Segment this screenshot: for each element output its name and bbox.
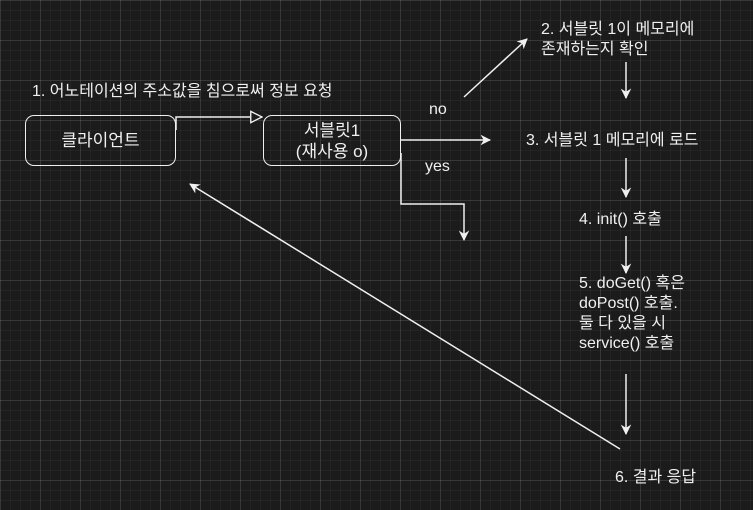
node-servlet[interactable]: 서블릿1 (재사용 o) <box>263 115 401 166</box>
node-client-label: 클라이언트 <box>61 131 140 150</box>
label-step5: 5. doGet() 혹은 doPost() 호출. 둘 다 있을 시 serv… <box>579 275 685 352</box>
edge-servlet-to-step2[interactable] <box>463 38 528 98</box>
label-step1: 1. 어노테이션의 주소값을 침으로써 정보 요청 <box>32 83 333 100</box>
edge-step6-to-client[interactable] <box>189 183 621 450</box>
edge-servlet-yes-branch[interactable] <box>400 153 470 242</box>
node-servlet-label-line2: (재사용 o) <box>295 141 369 161</box>
edge-client-to-servlet[interactable] <box>175 117 262 130</box>
edge-label-yes: yes <box>425 158 450 175</box>
edge-label-no: no <box>429 101 447 118</box>
node-client[interactable]: 클라이언트 <box>25 115 176 166</box>
label-step6: 6. 결과 응답 <box>615 469 697 486</box>
label-step2: 2. 서블릿 1이 메모리에 존재하는지 확인 <box>541 21 695 58</box>
node-servlet-label-line1: 서블릿1 <box>303 120 361 140</box>
label-step4: 4. init() 호출 <box>579 211 662 228</box>
label-step3: 3. 서블릿 1 메모리에 로드 <box>526 132 699 149</box>
